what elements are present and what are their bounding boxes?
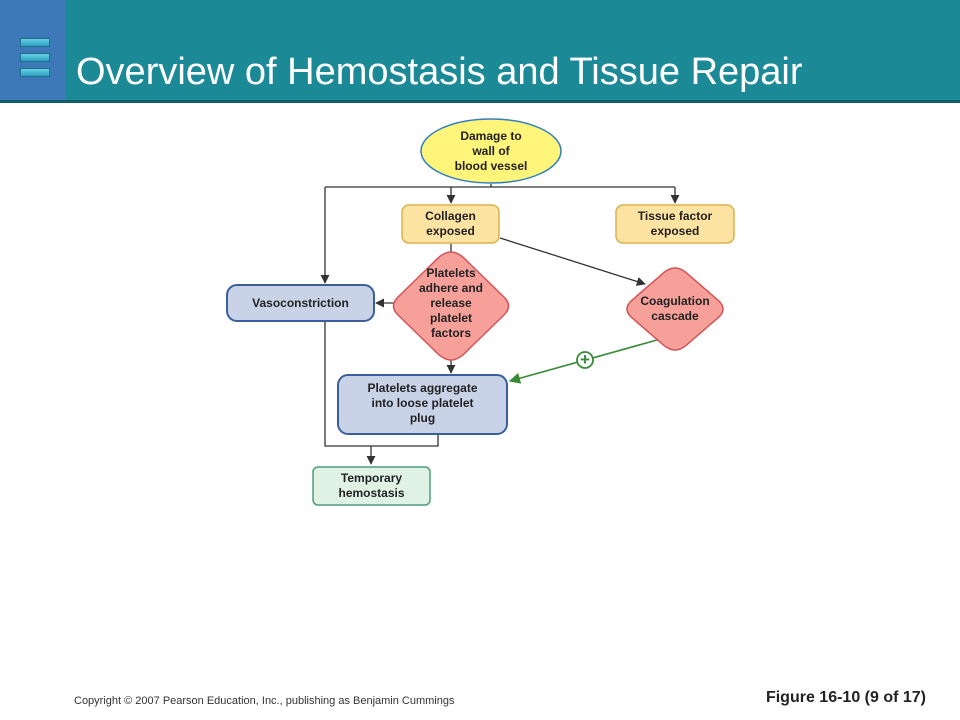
node-collagen-label: Collagen exposed: [425, 209, 476, 238]
node-vasoconstriction-shape: [226, 284, 375, 322]
node-coagulation-shape: [626, 267, 724, 351]
arrow-damage-branch: [325, 184, 675, 188]
node-temporary-label: Temporary hemostasis: [338, 471, 405, 500]
node-collagen-shape: [401, 204, 500, 244]
node-tissue-factor-label: Tissue factor exposed: [637, 209, 713, 238]
arrow-collagen-to-coagulation: [499, 237, 646, 286]
node-vasoconstriction-label: Vasoconstriction: [252, 295, 349, 310]
plus-circle-icon: [576, 351, 594, 369]
node-tissue-factor-shape: [615, 204, 735, 244]
node-platelets-adhere-shape: [392, 251, 510, 361]
header-divider: [0, 100, 960, 103]
node-damage-label: Damage to wall of blood vessel: [454, 128, 528, 173]
node-aggregate-shape: [337, 374, 508, 435]
positive-feedback-symbol: +: [580, 350, 590, 369]
node-damage-shape: [420, 118, 562, 184]
figure-number: Figure 16-10 (9 of 17): [765, 689, 926, 706]
copyright-text: Copyright © 2007 Pearson Education, Inc.…: [74, 695, 455, 707]
arrow-vasoconstriction-to-temporary: [324, 321, 439, 464]
header-side-block: [0, 0, 66, 100]
slide-title: Overview of Hemostasis and Tissue Repair: [76, 51, 803, 93]
node-aggregate-label: Platelets aggregate into loose platelet …: [367, 380, 478, 425]
stacked-bars-logo-icon: [20, 38, 50, 86]
slide-header: [0, 0, 960, 100]
node-platelets-adhere-label: Platelets adhere and release platelet fa…: [418, 265, 484, 340]
node-coagulation-label: Coagulation cascade: [640, 294, 710, 323]
node-temporary-shape: [312, 466, 431, 506]
